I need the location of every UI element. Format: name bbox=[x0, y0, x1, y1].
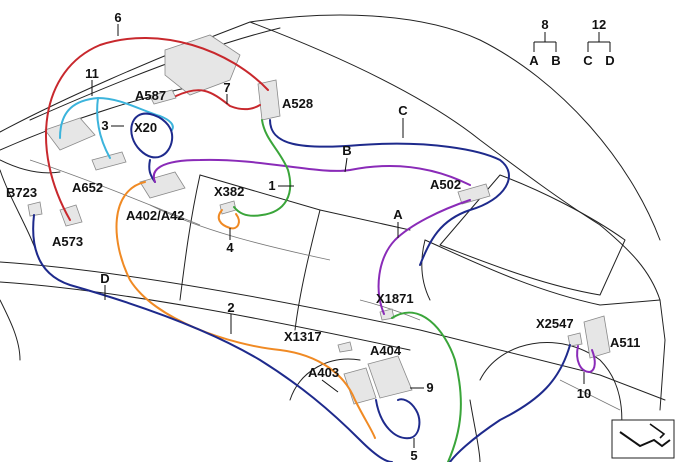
connector-X1317 bbox=[337, 341, 353, 353]
label-A: A bbox=[393, 207, 403, 222]
label-A652: A652 bbox=[72, 180, 103, 195]
label-6: 6 bbox=[114, 10, 121, 25]
label-X20: X20 bbox=[134, 120, 157, 135]
label-A511: A511 bbox=[610, 335, 640, 350]
label-1: 1 bbox=[268, 178, 275, 193]
label-B: B bbox=[342, 143, 351, 158]
vehicle-outline bbox=[0, 14, 666, 462]
key-label-B: B bbox=[551, 53, 560, 68]
fuse-block bbox=[44, 117, 96, 151]
wire-C bbox=[269, 119, 510, 266]
turn-arrow-icon bbox=[611, 419, 675, 459]
wire-9 bbox=[391, 311, 462, 462]
label-A404: A404 bbox=[370, 343, 402, 358]
connector-A587 bbox=[149, 89, 177, 105]
key-label-D: D bbox=[605, 53, 614, 68]
wire-1 bbox=[233, 119, 292, 217]
wire-5 bbox=[375, 398, 421, 440]
wire-11b bbox=[96, 97, 111, 159]
label-B723: B723 bbox=[6, 185, 37, 200]
label-A402: A402/A42 bbox=[126, 208, 185, 223]
label-10: 10 bbox=[577, 386, 591, 401]
label-A528: A528 bbox=[282, 96, 313, 111]
wire-6 bbox=[45, 37, 269, 221]
key-label-8: 8 bbox=[541, 17, 548, 32]
wires bbox=[32, 37, 596, 462]
wire-D bbox=[32, 214, 393, 462]
key-label-C: C bbox=[583, 53, 593, 68]
label-5: 5 bbox=[410, 448, 417, 462]
wire-11 bbox=[59, 97, 174, 139]
module-A402 bbox=[139, 171, 186, 199]
label-X1871: X1871 bbox=[376, 291, 414, 306]
label-X1317: X1317 bbox=[284, 329, 322, 344]
label-A502: A502 bbox=[430, 177, 461, 192]
connector-X2547 bbox=[567, 332, 583, 347]
label-7: 7 bbox=[223, 80, 230, 95]
label-A573: A573 bbox=[52, 234, 83, 249]
wire-A bbox=[377, 199, 471, 315]
wire-x2547 bbox=[449, 344, 571, 462]
module-A502 bbox=[457, 183, 491, 205]
label-3: 3 bbox=[101, 118, 108, 133]
key-label-A: A bbox=[529, 53, 539, 68]
wire-x20 bbox=[130, 112, 174, 159]
module-A511 bbox=[583, 315, 611, 359]
module-A528 bbox=[257, 79, 281, 121]
label-A403: A403 bbox=[308, 365, 339, 380]
label-D: D bbox=[100, 271, 109, 286]
label-C: C bbox=[398, 103, 408, 118]
wire-B bbox=[152, 158, 471, 186]
label-X382: X382 bbox=[214, 184, 244, 199]
label-11: 11 bbox=[85, 66, 99, 81]
module-A404 bbox=[367, 355, 413, 399]
wire-7 bbox=[175, 89, 261, 111]
module-A652 bbox=[91, 151, 127, 171]
label-9: 9 bbox=[426, 380, 433, 395]
label-4: 4 bbox=[226, 240, 234, 255]
labels: 6 11 7 3 A587 A528 X20 C B 1 B723 A652 X… bbox=[6, 10, 640, 462]
leaders bbox=[91, 24, 611, 448]
components bbox=[27, 34, 611, 405]
engine-block bbox=[164, 34, 241, 96]
sensor-B723 bbox=[27, 201, 43, 217]
label-2: 2 bbox=[227, 300, 234, 315]
label-X2547: X2547 bbox=[536, 316, 574, 331]
wire-2 bbox=[115, 181, 376, 439]
wire-10 bbox=[576, 345, 596, 373]
key-label-12: 12 bbox=[592, 17, 606, 32]
label-A587: A587 bbox=[135, 88, 166, 103]
